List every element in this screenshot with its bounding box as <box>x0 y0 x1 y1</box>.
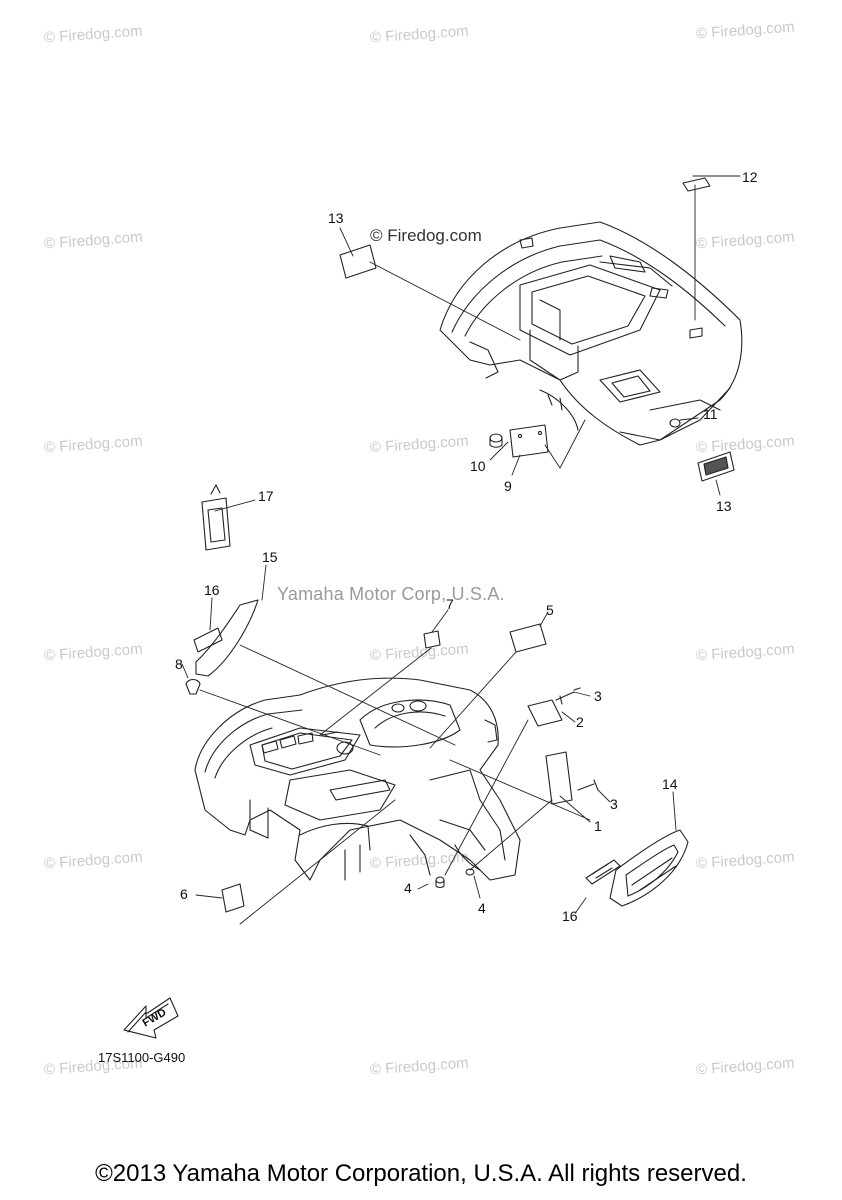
callout-8: 8 <box>175 656 183 672</box>
callout-16b: 16 <box>562 908 578 924</box>
callout-7: 7 <box>446 596 454 612</box>
part-3b-drawing <box>577 779 599 791</box>
part-4a-drawing <box>435 876 445 889</box>
part-15-drawing <box>195 599 259 677</box>
part-8-drawing <box>185 678 201 695</box>
callout-11: 11 <box>703 406 718 422</box>
callout-13a: 13 <box>328 210 344 226</box>
fwd-arrow-drawing <box>123 997 179 1039</box>
part-10-drawing <box>489 433 503 448</box>
corp-watermark: Yamaha Motor Corp, U.S.A. <box>277 584 505 604</box>
callout-3a: 3 <box>594 688 602 704</box>
part-4b-drawing <box>465 868 475 876</box>
rear-fender-drawing <box>439 221 743 446</box>
callout-5: 5 <box>546 602 554 618</box>
part-12-drawing <box>682 177 711 192</box>
part-9-drawing <box>509 424 549 458</box>
callout-17: 17 <box>258 488 274 504</box>
part-11-drawing <box>669 418 681 428</box>
part-16a-drawing <box>193 627 223 653</box>
part-1-drawing <box>545 751 573 805</box>
callout-14: 14 <box>662 776 678 792</box>
part-5-drawing <box>509 623 547 653</box>
callout-4a: 4 <box>404 880 412 896</box>
part-6-drawing <box>221 883 245 913</box>
callout-15: 15 <box>262 549 278 565</box>
callout-9: 9 <box>504 478 512 494</box>
copyright-footer: ©2013 Yamaha Motor Corporation, U.S.A. A… <box>95 1160 747 1187</box>
part-7-drawing <box>423 630 441 649</box>
front-fender-drawing <box>194 677 521 881</box>
part-17-drawing <box>201 484 231 551</box>
part-14-drawing <box>609 829 689 907</box>
part-16b-drawing <box>585 859 621 885</box>
callout-3b: 3 <box>610 796 618 812</box>
part-13a-drawing <box>339 244 377 279</box>
callout-6: 6 <box>180 886 188 902</box>
callout-4b: 4 <box>478 900 486 916</box>
callout-13b: 13 <box>716 498 732 514</box>
callout-1: 1 <box>594 818 602 834</box>
part-3a-drawing <box>555 687 581 705</box>
diagram-code: 17S1100-G490 <box>98 1050 186 1065</box>
callout-12: 12 <box>742 169 758 185</box>
overlay-watermark: © Firedog.com <box>370 226 482 245</box>
callout-16a: 16 <box>204 582 220 598</box>
callout-2: 2 <box>576 714 584 730</box>
callout-10: 10 <box>470 458 486 474</box>
part-2-drawing <box>527 699 563 727</box>
part-13b-drawing <box>697 451 735 482</box>
